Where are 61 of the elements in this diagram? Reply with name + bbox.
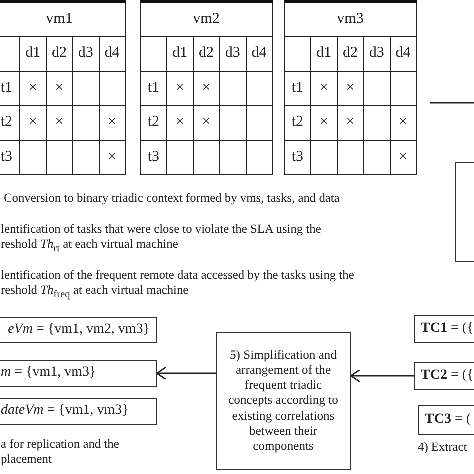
table-header: vm3 xyxy=(337,12,364,27)
column-header: d3 xyxy=(225,46,240,62)
cross-mark: × xyxy=(28,115,38,130)
box-text: 5) Simplification and arrangement of the frequent triadic concepts according to existing correlations between their components xyxy=(228,348,340,454)
note-text: lentification of tasks that were close to violate the SLA using the reshold Th$_{rt}$ at each virtual machine xyxy=(1,222,322,256)
column-header: d2 xyxy=(342,46,358,62)
column-header: d1 xyxy=(26,46,41,62)
row-label: t2 xyxy=(292,115,304,130)
column-header: d3 xyxy=(369,46,384,62)
cross-mark: × xyxy=(346,80,355,96)
row-label: t1 xyxy=(292,80,304,96)
column-header: d4 xyxy=(252,46,267,62)
box-text: dateVm = {vm1, vm3} xyxy=(1,403,129,420)
column-header: d1 xyxy=(316,46,332,62)
caption-text: 4) Extract xyxy=(418,440,468,455)
formula-box xyxy=(0,360,157,387)
process-box xyxy=(216,332,351,470)
column-header: d4 xyxy=(396,46,411,62)
cross-mark: × xyxy=(399,115,408,130)
cross-mark: × xyxy=(320,115,328,130)
cross-mark: × xyxy=(320,80,328,96)
cross-mark: × xyxy=(28,80,38,96)
box-text: m = {vm1, vm3} xyxy=(1,365,96,382)
formula-box xyxy=(418,405,474,435)
arrow xyxy=(156,366,216,380)
cross-mark: × xyxy=(108,115,117,130)
box-text: TC1 = ({ xyxy=(421,320,474,338)
box-text: TC2 = ({ xyxy=(421,368,474,384)
note-text: Conversion to binary triadic context formed by vms, tasks, and data xyxy=(4,191,341,206)
arrow xyxy=(350,369,414,383)
table-header: vm1 xyxy=(46,12,73,27)
formula-box xyxy=(414,315,474,343)
row-label: t3 xyxy=(148,150,160,165)
formula-box xyxy=(0,398,157,425)
row-label: t3 xyxy=(292,150,304,165)
column-header: d1 xyxy=(172,46,188,62)
box-text: eVm = {vm1, vm2, vm3} xyxy=(8,322,150,338)
row-label: t2 xyxy=(0,115,13,130)
column-header: d3 xyxy=(78,46,94,62)
note-text: a for replication and the placement xyxy=(1,437,120,467)
cross-mark: × xyxy=(176,115,184,130)
cross-mark: × xyxy=(399,150,408,165)
row-label: t1 xyxy=(0,80,13,96)
cross-mark: × xyxy=(202,115,211,130)
table-header: vm2 xyxy=(193,12,220,27)
cross-mark: × xyxy=(176,80,184,96)
row-label: t2 xyxy=(148,115,160,130)
cross-mark: × xyxy=(346,115,355,130)
box-text: TC3 = ( xyxy=(425,412,472,428)
cross-mark: × xyxy=(202,80,211,96)
row-label: t1 xyxy=(148,80,160,96)
formula-box xyxy=(0,317,157,343)
cross-mark: × xyxy=(55,115,64,130)
cross-mark: × xyxy=(108,150,117,165)
column-header: d4 xyxy=(104,46,120,62)
cross-mark: × xyxy=(55,80,64,96)
column-header: d2 xyxy=(52,46,67,62)
formula-box xyxy=(414,362,474,390)
column-header: d2 xyxy=(198,46,214,62)
note-text: lentification of the frequent remote data accessed by the tasks using the reshold Th$_{freq}$ at each virtual machine xyxy=(1,268,356,302)
row-label: t3 xyxy=(0,150,13,165)
